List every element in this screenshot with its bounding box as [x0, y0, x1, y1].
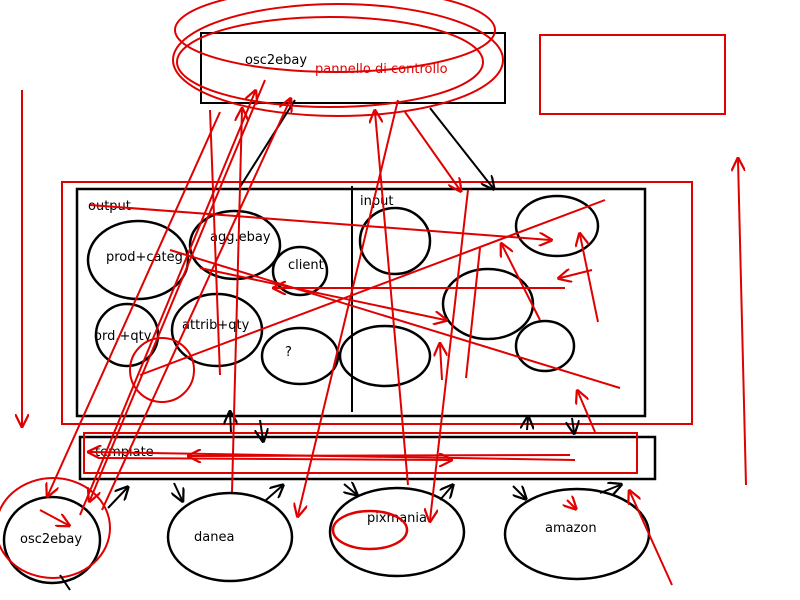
arrow-amazon-down: [513, 486, 525, 498]
red-arrow-7: [375, 112, 409, 486]
arrow-template-to-panel: [230, 413, 231, 433]
bottom-node-danea-label: danea: [194, 530, 234, 545]
input-node-3: [514, 194, 600, 258]
node-prod-categ: [86, 219, 190, 301]
red-arrow-20: [440, 345, 442, 381]
red-arrow-25: [630, 492, 673, 586]
node-client-label: client: [288, 258, 324, 273]
input-node-5: [514, 319, 576, 373]
node-agg-ebay: [188, 209, 282, 281]
red-line-5: [209, 109, 221, 376]
top-control-box: [200, 32, 506, 104]
right-up-arrow: [738, 160, 747, 486]
arrow-pixmania-down: [344, 484, 356, 494]
bottom-node-amazon-label: amazon: [545, 521, 597, 536]
arrow-template-to-input: [527, 418, 528, 431]
template-bar-red-outline: [83, 432, 638, 474]
arrow-top-to-output: [239, 99, 296, 188]
red-arrow-6: [231, 110, 242, 493]
bottom-node-osc2ebay-label: osc2ebay: [20, 532, 82, 547]
node-unknown: [260, 326, 340, 386]
red-oval-top-3: [174, 0, 496, 73]
red-line-13: [169, 249, 621, 389]
red-circle-ord: [129, 337, 195, 403]
red-empty-box: [539, 34, 726, 115]
node-attrib-qty-label: attrib+qty: [182, 318, 250, 333]
arrow-pixmania-up: [439, 486, 452, 501]
red-arrow-17: [580, 235, 599, 323]
arrow-danea-down: [174, 482, 182, 500]
red-arrow-1: [90, 79, 266, 500]
bottom-node-danea: [166, 491, 294, 583]
red-oval-top-2: [176, 16, 484, 108]
red-arrow-8: [298, 99, 399, 515]
red-arrow-9: [404, 111, 460, 190]
red-arrow-26: [567, 500, 575, 508]
node-agg-ebay-label: agg.ebay: [210, 230, 271, 245]
node-client: [271, 245, 329, 297]
main-panel-red-outline: [61, 181, 693, 425]
scribble-osc2ebay: [59, 574, 71, 591]
red-arrow-4: [101, 100, 290, 511]
node-ord-qty-label: ord.+qty: [94, 329, 152, 344]
arrow-input-to-template: [572, 417, 574, 432]
node-unknown-label: ?: [285, 345, 292, 360]
input-node-2: [338, 324, 432, 388]
input-label: input: [360, 194, 393, 209]
red-oval-pixmania: [331, 509, 409, 551]
red-arrow-23: [99, 458, 450, 460]
input-node-1: [358, 206, 432, 276]
arrow-panel-to-template: [260, 419, 263, 440]
bottom-node-pixmania-label: pixmania: [367, 511, 427, 526]
red-arrow-11: [89, 204, 550, 240]
red-arrow-21: [578, 392, 596, 433]
bottom-node-pixmania: [328, 486, 466, 578]
red-arrow-10: [430, 189, 469, 520]
arrow-amazon-up: [599, 485, 620, 493]
red-arrow-3: [79, 92, 255, 516]
red-arrow-14: [199, 267, 445, 320]
arrow-danea-up: [265, 486, 282, 501]
main-panel: [75, 187, 647, 418]
red-line-19: [465, 247, 481, 379]
template-bar: [78, 435, 657, 481]
arrow-osc2ebay-up: [107, 488, 127, 509]
red-oval-top-1: [172, 3, 504, 117]
arrow-top-to-input: [429, 107, 493, 188]
red-arrow-18: [502, 245, 541, 321]
red-arrow-2: [48, 111, 221, 495]
red-arrow-24: [190, 455, 571, 456]
node-prod-categ-label: prod+categ: [106, 250, 183, 265]
red-arrows: [39, 79, 673, 586]
red-arrow-27: [39, 509, 68, 525]
black-arrows: [59, 99, 620, 591]
top-box-label: osc2ebay: [245, 53, 307, 68]
red-oval-osc2ebay: [0, 477, 111, 579]
